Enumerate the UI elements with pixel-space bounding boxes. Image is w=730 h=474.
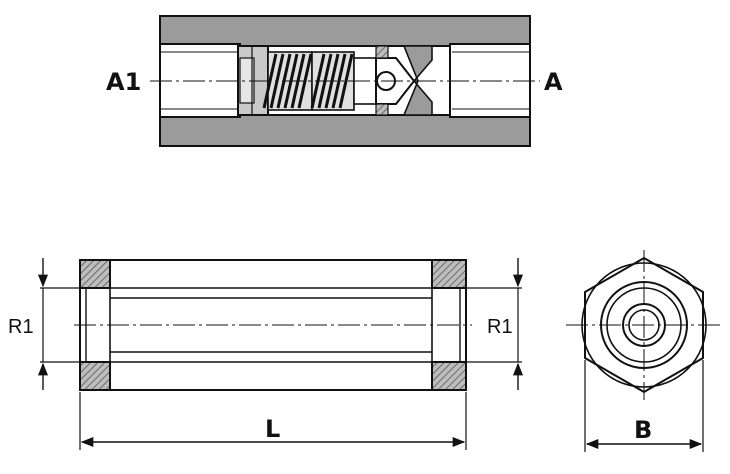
port-label-a: A [544,68,563,96]
length-label: L [265,415,280,443]
thread-section-hatch [79,259,111,289]
hex-width-label: B [634,416,652,444]
thread-label-right: R1 [487,316,513,338]
thread-section-hatch [431,361,467,391]
section-view [150,15,540,147]
thread-section-hatch [79,361,111,391]
valve-seat [402,45,433,116]
port-label-a1: A1 [106,68,141,96]
thread-section-hatch [431,259,467,289]
thread-label-left: R1 [8,316,34,338]
side-view [37,258,524,450]
end-view [566,250,722,452]
